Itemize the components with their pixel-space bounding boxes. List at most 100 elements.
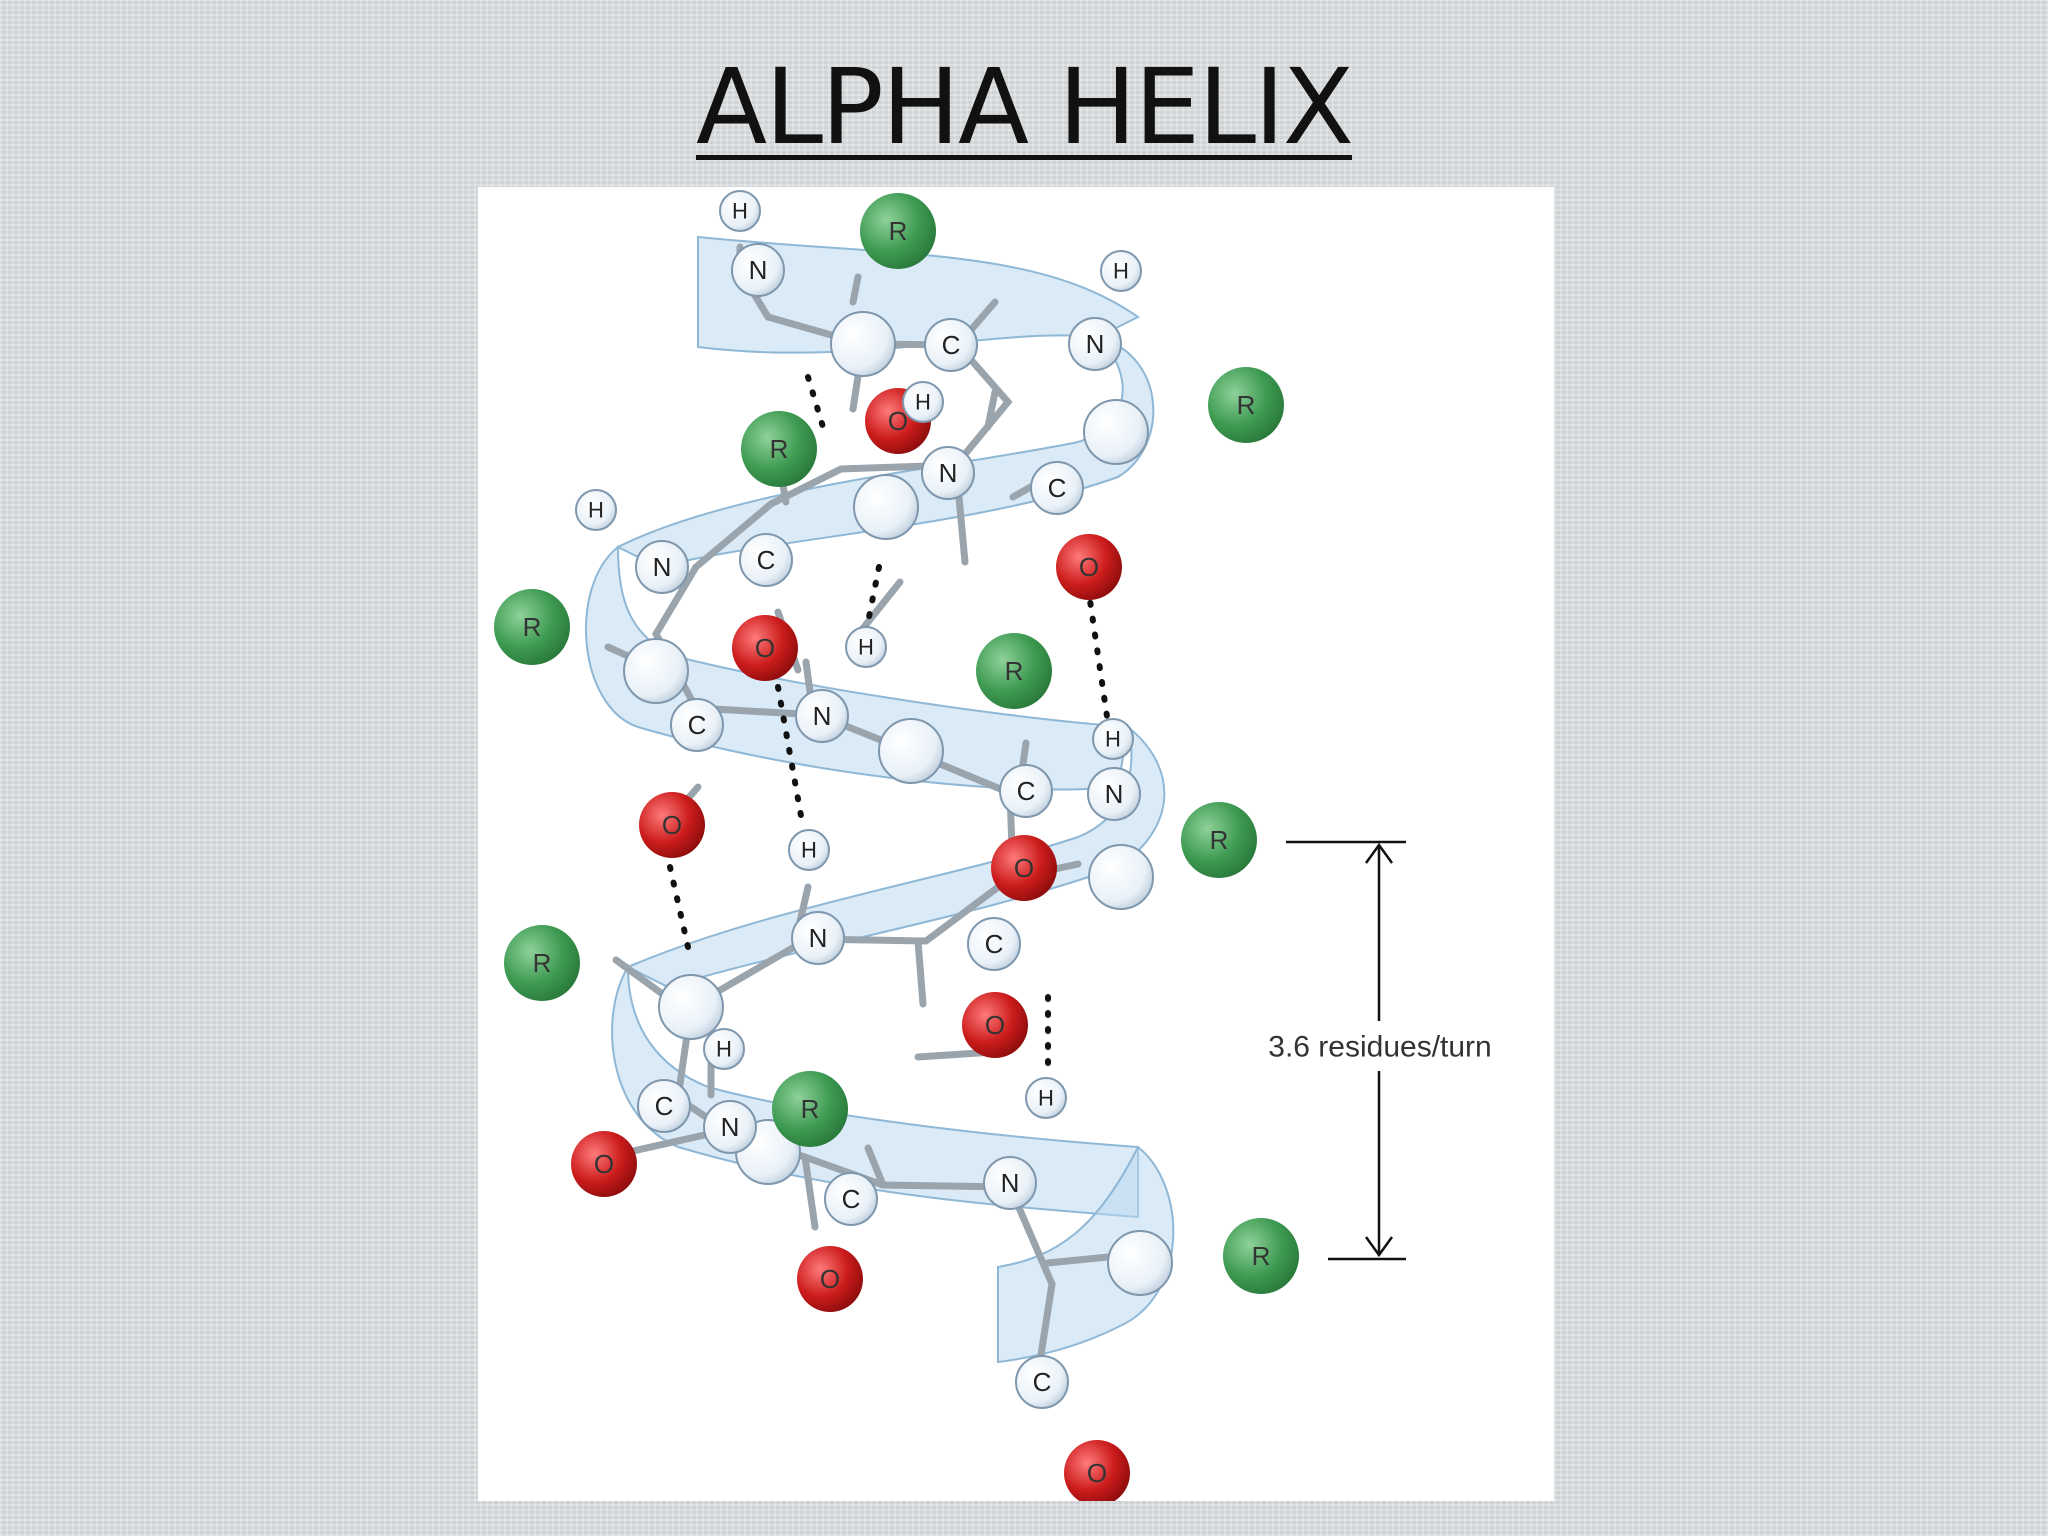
atom-label: O	[755, 633, 775, 663]
atom-label: C	[1033, 1367, 1052, 1397]
atom-label: N	[813, 701, 832, 731]
r-group-atom: R	[772, 1071, 848, 1147]
nitrogen-atom: N	[921, 446, 975, 500]
nitrogen-atom: N	[635, 540, 689, 594]
atom-label: R	[770, 434, 789, 464]
atom-label: O	[1014, 853, 1034, 883]
nitrogen-atom: N	[1087, 767, 1141, 821]
hydrogen-atoms: H H H H H H H H H	[575, 190, 1142, 1119]
oxygen-atom: O	[732, 615, 798, 681]
atom-label: C	[942, 330, 961, 360]
turn-label: 3.6 residues/turn	[1268, 1031, 1491, 1064]
carbon-atom: C	[999, 764, 1053, 818]
carbon-atom: C	[637, 1079, 691, 1133]
slide-title-text: ALPHA HELIX	[696, 46, 1354, 168]
atom-label: C	[688, 710, 707, 740]
carbon-atom: C	[924, 318, 978, 372]
nitrogen-atom: N	[791, 911, 845, 965]
hydrogen-atom: H	[788, 829, 830, 871]
alpha-helix-diagram: R R R R R R R R R O O O O O O O O O N N …	[494, 190, 1554, 1501]
atom-label: R	[1252, 1241, 1271, 1271]
nitrogen-atoms: N N N N N N N N N	[635, 243, 1141, 1210]
oxygen-atom: O	[1056, 534, 1122, 600]
nitrogen-atom: N	[795, 689, 849, 743]
hydrogen-atom: H	[575, 489, 617, 531]
atom-label: O	[985, 1010, 1005, 1040]
atom-label: C	[757, 545, 776, 575]
atom-label: N	[1086, 329, 1105, 359]
oxygen-atom: O	[962, 992, 1028, 1058]
atom-label: O	[888, 406, 908, 436]
carbon-atoms: C C C C C C C C C	[637, 318, 1084, 1409]
hydrogen-atom: H	[719, 190, 761, 232]
r-group-atom: R	[741, 411, 817, 487]
atom-label: H	[732, 199, 748, 224]
hydrogen-atom: H	[845, 626, 887, 668]
atom-label: R	[523, 612, 542, 642]
atom-label: N	[721, 1112, 740, 1142]
carbon-atom: C	[967, 917, 1021, 971]
oxygen-atoms: O O O O O O O O O	[571, 388, 1130, 1501]
atom-label: C	[985, 929, 1004, 959]
atom-label: H	[1105, 727, 1121, 752]
atom-label: C	[1017, 776, 1036, 806]
oxygen-atom: O	[1064, 1440, 1130, 1501]
turn-label-background	[1198, 1021, 1554, 1071]
carbon-atom: C	[739, 533, 793, 587]
atom-label: R	[1237, 390, 1256, 420]
r-group-atom: R	[860, 193, 936, 269]
nitrogen-atom: N	[1068, 317, 1122, 371]
atom-label: N	[653, 552, 672, 582]
carbon-atom: C	[824, 1172, 878, 1226]
atom-label: O	[662, 810, 682, 840]
oxygen-atom: O	[639, 792, 705, 858]
atom-label: H	[858, 635, 874, 660]
atom-label: R	[1005, 656, 1024, 686]
r-group-atom: R	[976, 633, 1052, 709]
r-group-atom: R	[1181, 802, 1257, 878]
atom-label: H	[801, 838, 817, 863]
atom-label: C	[1048, 473, 1067, 503]
atom-label: O	[820, 1264, 840, 1294]
r-groups: R R R R R R R R R	[494, 193, 1299, 1294]
atom-label: C	[842, 1184, 861, 1214]
nitrogen-atom: N	[731, 243, 785, 297]
atom-label: O	[594, 1149, 614, 1179]
oxygen-atom: O	[571, 1131, 637, 1197]
oxygen-atom: O	[991, 835, 1057, 901]
atom-label: N	[749, 255, 768, 285]
nitrogen-atom: N	[983, 1156, 1037, 1210]
atom-label: N	[809, 923, 828, 953]
atom-label: O	[1079, 552, 1099, 582]
hydrogen-atom: H	[703, 1028, 745, 1070]
carbon-atom: C	[1030, 461, 1084, 515]
atom-label: H	[716, 1037, 732, 1062]
atom-label: H	[1113, 259, 1129, 284]
atom-label: N	[1105, 779, 1124, 809]
nitrogen-atom: N	[703, 1100, 757, 1154]
atom-label: C	[655, 1091, 674, 1121]
carbon-atom: C	[670, 698, 724, 752]
atom-label: R	[801, 1094, 820, 1124]
atom-label: R	[533, 948, 552, 978]
atom-label: N	[939, 458, 958, 488]
carbon-atom: C	[1015, 1355, 1069, 1409]
hydrogen-atom: H	[1100, 250, 1142, 292]
slide-title: ALPHA HELIX	[0, 46, 2048, 168]
atom-label: N	[1001, 1168, 1020, 1198]
r-group-atom: R	[1208, 367, 1284, 443]
alpha-carbons	[623, 311, 1173, 1296]
atom-label: H	[915, 390, 931, 415]
hydrogen-atom: H	[1025, 1077, 1067, 1119]
atom-label: H	[1038, 1086, 1054, 1111]
atom-label: R	[889, 216, 908, 246]
atom-label: R	[1210, 825, 1229, 855]
hydrogen-atom: H	[902, 381, 944, 423]
r-group-atom: R	[504, 925, 580, 1001]
alpha-helix-figure: R R R R R R R R R O O O O O O O O O N N …	[478, 187, 1554, 1501]
hydrogen-atom: H	[1092, 718, 1134, 760]
atom-label: H	[588, 498, 604, 523]
r-group-atom: R	[1223, 1218, 1299, 1294]
r-group-atom: R	[494, 589, 570, 665]
oxygen-atom: O	[797, 1246, 863, 1312]
